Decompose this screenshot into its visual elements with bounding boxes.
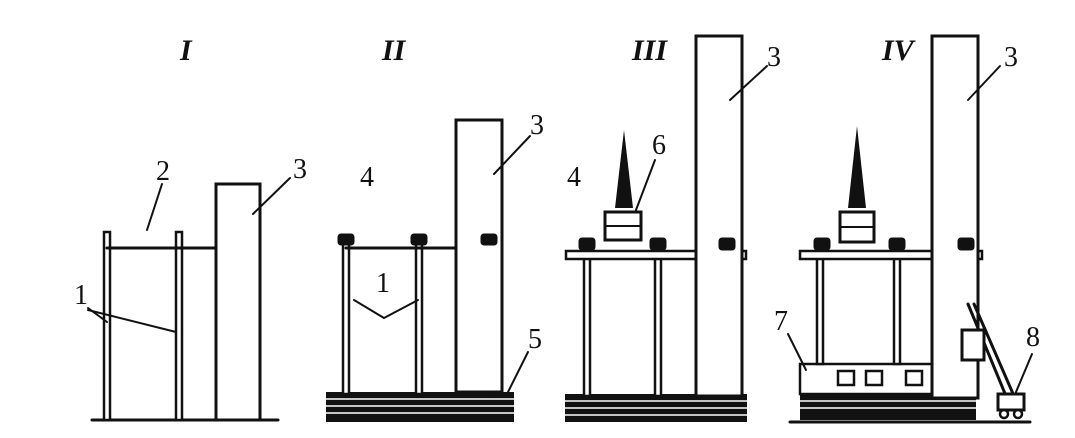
crane-boom [972,302,1016,398]
crane-mast [848,126,866,208]
lifted-slab [798,249,984,261]
lifted-slab [564,249,748,261]
lifting-jack [578,237,596,251]
stage-3: III 4 6 3 [564,34,781,422]
stage-label-3: III [631,34,668,67]
callout-6: 6 [652,130,666,161]
column [815,256,825,366]
callout-3: 3 [767,42,781,73]
column [653,256,663,398]
leader-line [967,65,1001,101]
stage-1: I 1 2 3 [74,34,307,422]
column [414,242,424,396]
leader-line [383,299,419,319]
callout-3: 3 [293,154,307,185]
callout-4: 4 [360,162,374,193]
panel-opening [904,369,924,387]
callout-3: 3 [530,110,544,141]
stage-label-2: II [381,34,407,67]
panel-opening [864,369,884,387]
panel-opening [836,369,856,387]
leader-line [729,65,768,101]
leader-line [1015,353,1033,393]
leader-line [146,183,163,231]
core-tower [214,182,262,422]
leader-line [507,351,529,393]
crane-cab [996,392,1026,412]
callout-3: 3 [1004,42,1018,73]
callout-4: 4 [567,162,581,193]
lifting-jack [649,237,667,251]
column [892,256,902,366]
stage-label-1: I [179,34,193,67]
callout-5: 5 [528,324,542,355]
lifting-jack [480,233,498,246]
callout-2: 2 [156,156,170,187]
stage-2: II 4 1 3 5 [326,34,544,422]
column [174,230,184,422]
lifting-jack [718,237,736,251]
leader-line [252,177,291,215]
leader-line [635,159,656,211]
stage-4: IV [774,34,1040,424]
callout-7: 7 [774,306,788,337]
callout-1: 1 [74,280,88,311]
lifting-jack [337,233,355,246]
column [102,230,112,422]
leader-line [787,333,807,371]
lifting-jack [410,233,428,246]
leader-line [353,299,385,319]
leader-line [493,135,531,175]
crane-wheel [1012,408,1024,420]
lifting-jack [888,237,906,251]
column [582,256,592,398]
core-tower [454,118,504,394]
crane-mast [615,130,633,208]
column [341,242,351,396]
callout-1: 1 [376,268,390,299]
lifting-jack [813,237,831,251]
crane-wheel [998,408,1010,420]
leader-line [87,309,177,333]
stage-label-4: IV [881,34,917,67]
crane-boom [966,302,1008,398]
core-tower [694,34,744,398]
hoisted-panel [960,328,986,362]
lifting-jack [957,237,975,251]
stacked-slabs [326,392,514,422]
callout-8: 8 [1026,322,1040,353]
